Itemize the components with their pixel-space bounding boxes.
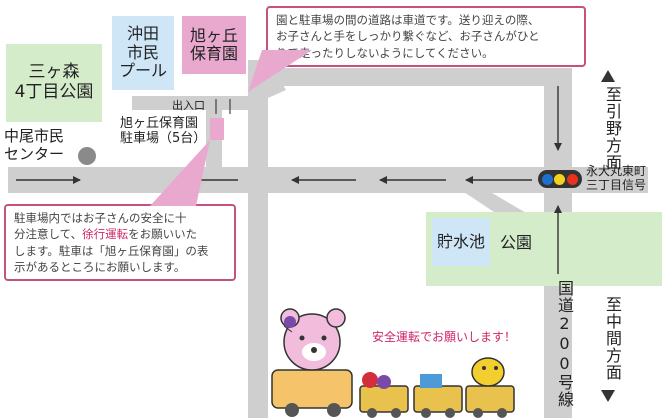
signal-red-icon <box>567 173 579 185</box>
signal-label: 永犬丸東町 三丁目信号 <box>586 164 647 193</box>
parking-lot-label: 旭ヶ丘保育園 駐車場（5台） <box>120 116 207 147</box>
callout-tail-left <box>150 140 210 206</box>
traffic-signal <box>538 170 582 188</box>
down-triangle-icon <box>601 390 615 402</box>
slogan-text: 安全運転でお願いします！ <box>372 330 517 344</box>
nakao-center-label: 中尾市民 センター <box>4 127 65 163</box>
road-vertical-left <box>248 60 268 418</box>
route-200-label: 国道200号線 <box>555 280 574 408</box>
note-text-post: をお願いいた します。駐車は「旭ヶ丘保育園」の表 示があるところにお願いします。 <box>14 227 209 274</box>
road-mid <box>132 96 256 110</box>
chosuiike: 貯水池 <box>432 218 490 266</box>
up-triangle-icon <box>601 70 615 82</box>
signal-yellow-icon <box>554 173 566 185</box>
okita-pool: 沖田 市民 プール <box>112 16 174 90</box>
entrance-label: 出入口 <box>172 99 205 112</box>
callout-tail-top <box>248 50 312 92</box>
note-text-pre: 駐車場内ではお子さんの安全に十 分注意して、 <box>14 211 187 242</box>
asahigaoka-nursery: 旭ヶ丘 保育園 <box>182 16 246 74</box>
note-highlight: 徐行運転 <box>82 227 129 242</box>
signal-blue-icon <box>541 173 553 185</box>
road-north <box>262 68 544 86</box>
road-caution-note: 園と駐車場の間の道路は車道です。送り迎えの際、 お子さんと手をしっかり繋ぐなど、… <box>266 6 586 67</box>
parking-caution-note: 駐車場内ではお子さんの安全に十 分注意して、徐行運転をお願いいた します。駐車は… <box>4 204 236 282</box>
sanka-mori-park: 三ヶ森 4丁目公園 <box>6 44 102 122</box>
park-label: 公園 <box>500 233 533 252</box>
to-hikino-label: 至引野方面 <box>603 86 622 171</box>
parking-lot-marker <box>210 118 224 140</box>
to-nakama-label: 至中間方面 <box>603 296 622 381</box>
train-illustration <box>271 308 515 418</box>
nakao-center-marker <box>78 147 96 165</box>
